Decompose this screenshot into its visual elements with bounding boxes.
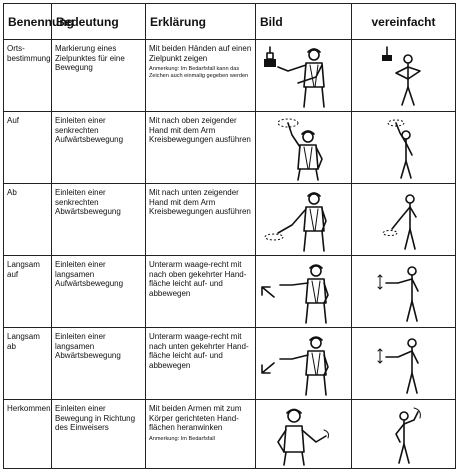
signal-meaning: Einleiten einer senkrechten Abwärtsbeweg…: [55, 188, 121, 216]
signal-meaning: Einleiten einer langsamen Aufwärtsbewegu…: [55, 260, 124, 288]
header-erklaerung: Erklärung: [145, 3, 256, 40]
signal-name: Ab: [7, 188, 17, 197]
signal-meaning: Einleiten einer langsamen Abwärtsbewegun…: [55, 332, 121, 360]
signal-name: Orts- bestimmung: [7, 44, 51, 63]
worker-beckoning-icon: [276, 408, 329, 466]
signal-name: Langsam auf: [7, 260, 40, 279]
worker-pointing-at-target-icon: [263, 45, 325, 108]
signal-note: Anmerkung: Im Bedarfsfall: [149, 435, 215, 442]
table-row: Langsam ab Einleiten einer langsamen Abw…: [3, 327, 456, 400]
worker-hand-up-circling-icon: [277, 118, 323, 181]
stick-figure-arm-down-icon: [382, 193, 417, 250]
signal-explanation: Mit beiden Armen mit zum Körper gerichte…: [146, 400, 255, 442]
worker-palm-down-icon: [260, 335, 329, 396]
header-bild: Bild: [255, 3, 352, 40]
stick-figure-beckoning-icon: [394, 407, 421, 464]
hand-signal-table: Benennung Bedeutung Erklärung Bild verei…: [3, 3, 456, 469]
stick-figure-palm-up-icon: [377, 265, 419, 322]
signal-table-sheet: Benennung Bedeutung Erklärung Bild verei…: [3, 3, 456, 469]
signal-explanation: Mit nach oben zeigender Hand mit dem Arm…: [149, 116, 251, 144]
table-row: Ab Einleiten einer senkrechten Abwärtsbe…: [3, 183, 456, 256]
signal-explanation: Unterarm waage-recht mit nach oben gekeh…: [149, 260, 247, 298]
signal-name: Herkommen: [7, 404, 51, 413]
header-benennung: Benennung: [3, 3, 74, 40]
stick-figure-target-icon: [381, 45, 421, 106]
signal-meaning: Markierung eines Zielpunktes für eine Be…: [55, 44, 125, 72]
table-row: Auf Einleiten einer senkrechten Aufwärts…: [3, 111, 456, 184]
table-row: Orts- bestimmung Markierung eines Zielpu…: [3, 39, 456, 112]
table-row: Herkommen Einleiten einer Bewegung in Ri…: [3, 399, 456, 469]
signal-name: Auf: [7, 116, 20, 125]
signal-note: Anmerkung: Im Bedarfsfall kann das Zeich…: [149, 66, 249, 79]
signal-meaning: Einleiten einer senkrechten Aufwärtsbewe…: [55, 116, 124, 144]
signal-explanation: Unterarm waage-recht mit nach unten geke…: [149, 332, 249, 370]
signal-explanation: Mit beiden Händen auf einen Zielpunkt ze…: [149, 44, 252, 79]
stick-figure-arm-up-icon: [387, 119, 413, 179]
signal-meaning: Einleiten einer Bewegung in Richtung des…: [55, 404, 136, 432]
table-row: Langsam auf Einleiten einer langsamen Au…: [3, 255, 456, 328]
header-bedeutung: Bedeutung: [51, 3, 146, 40]
table-header-row: Benennung Bedeutung Erklärung Bild verei…: [3, 3, 456, 40]
worker-palm-up-icon: [260, 263, 329, 324]
signal-explanation: Mit nach unten zeigender Hand mit dem Ar…: [149, 188, 251, 216]
header-vereinfacht: vereinfacht: [351, 3, 456, 40]
signal-name: Langsam ab: [7, 332, 40, 351]
stick-figure-palm-down-icon: [377, 337, 419, 394]
worker-hand-down-circling-icon: [264, 191, 327, 252]
